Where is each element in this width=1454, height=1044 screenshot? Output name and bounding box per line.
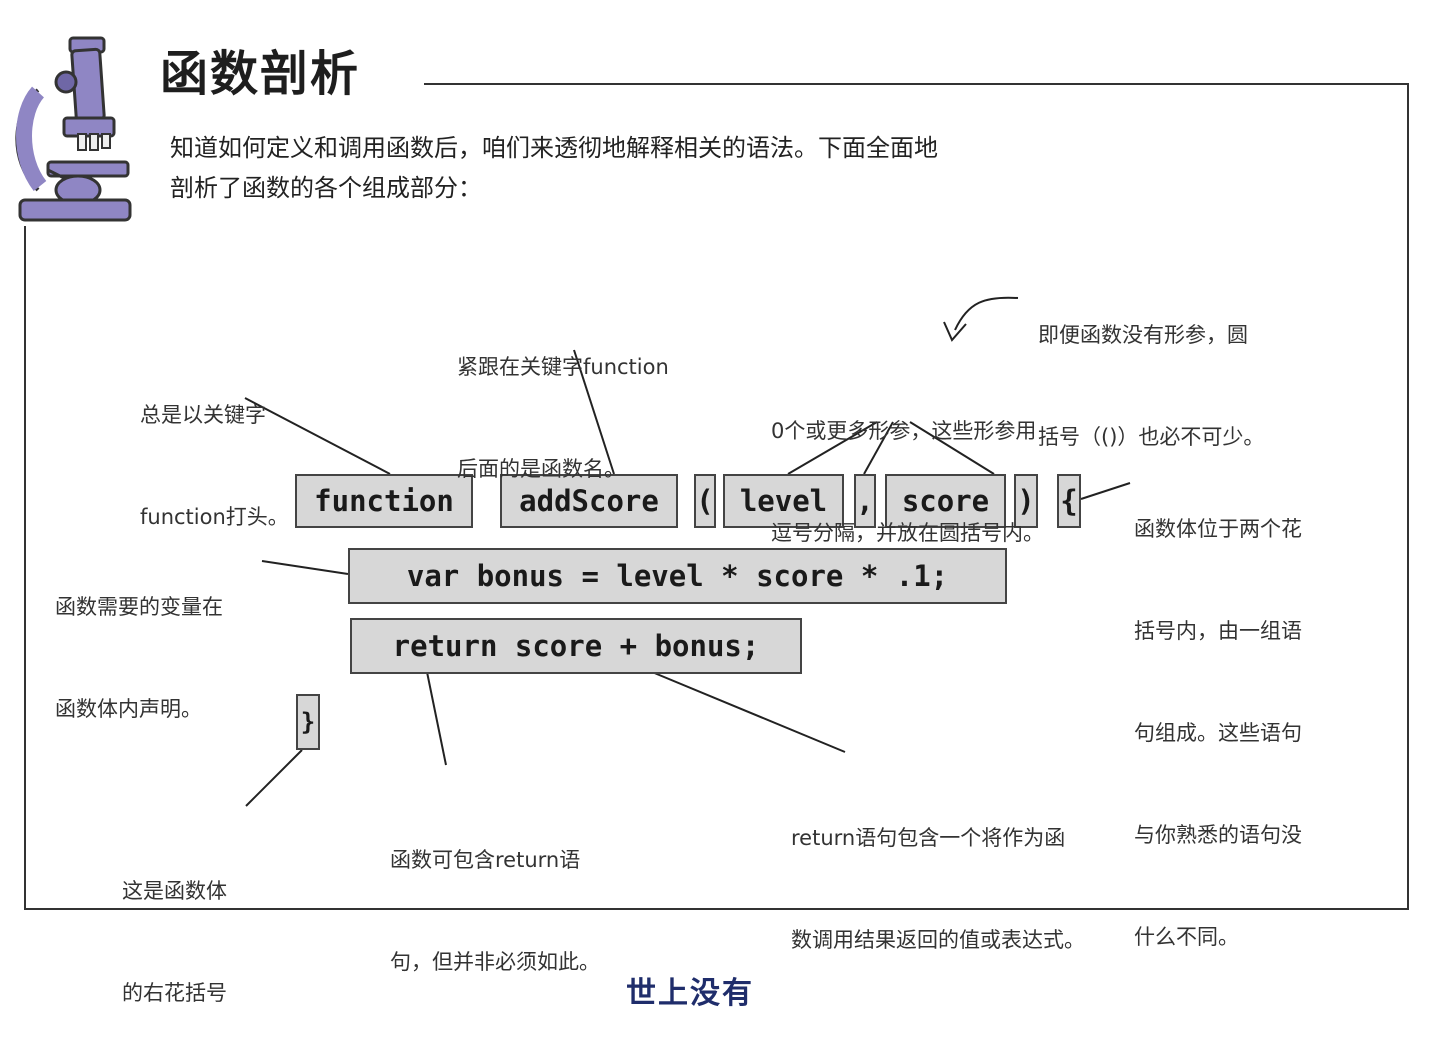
bottom-heading: 世上没有 xyxy=(626,976,754,1011)
line-comma xyxy=(863,421,894,475)
arrowhead xyxy=(943,321,967,342)
line-empty-params xyxy=(954,296,1019,331)
open-paren-box: ( xyxy=(694,474,716,528)
note-local-var-line-1: 函数需要的变量在 xyxy=(55,595,223,619)
note-function-body: 函数体位于两个花 括号内，由一组语 句组成。这些语句 与你熟悉的语句没 什么不同… xyxy=(1134,444,1302,988)
note-empty-params-line-1: 即便函数没有形参，圆 xyxy=(1038,323,1248,347)
note-empty-params: 即便函数没有形参，圆 括号（()）也必不可少。 xyxy=(1038,250,1264,488)
note-return-expr-line-2: 数调用结果返回的值或表达式。 xyxy=(791,928,1085,952)
var-statement-box: var bonus = level * score * .1; xyxy=(348,548,1007,604)
intro-line-1: 知道如何定义和调用函数后，咱们来透彻地解释相关的语法。下面全面地 xyxy=(170,134,938,162)
note-params-line-1: 0个或更多形参，这些形参用 xyxy=(771,419,1037,443)
note-return-expr-line-1: return语句包含一个将作为函 xyxy=(791,826,1066,850)
note-keyword-line-1: 总是以关键字 xyxy=(140,403,266,427)
note-params-line-2: 逗号分隔，并放在圆括号内。 xyxy=(771,521,1044,545)
note-body-line-3: 句组成。这些语句 xyxy=(1134,721,1302,745)
intro-text: 知道如何定义和调用函数后，咱们来透彻地解释相关的语法。下面全面地 剖析了函数的各… xyxy=(170,128,1110,208)
note-body-line-5: 什么不同。 xyxy=(1134,925,1239,949)
close-brace-box: } xyxy=(296,694,320,750)
note-close-brace: 这是函数体 的右花括号 xyxy=(122,806,227,1044)
open-brace-box: { xyxy=(1057,474,1081,528)
line-return-expr xyxy=(651,671,846,753)
microscope-icon xyxy=(15,36,132,222)
line-name xyxy=(573,349,615,475)
page-title: 函数剖析 xyxy=(160,46,361,102)
note-name-line-2: 后面的是函数名。 xyxy=(457,457,625,481)
note-keyword-line-2: function打头。 xyxy=(140,505,289,529)
note-body-line-1: 函数体位于两个花 xyxy=(1134,517,1302,541)
content-frame xyxy=(24,83,1409,910)
line-body xyxy=(1080,482,1131,500)
note-return-expr: return语句包含一个将作为函 数调用结果返回的值或表达式。 xyxy=(791,753,1085,991)
note-params: 0个或更多形参，这些形参用 逗号分隔，并放在圆括号内。 xyxy=(771,346,1044,584)
note-function-name: 紧跟在关键字function 后面的是函数名。 xyxy=(457,282,669,520)
intro-line-2: 剖析了函数的各个组成部分： xyxy=(170,174,482,202)
note-keyword: 总是以关键字 function打头。 xyxy=(140,330,289,568)
note-name-line-1: 紧跟在关键字function xyxy=(457,355,669,379)
note-local-var-line-2: 函数体内声明。 xyxy=(55,697,202,721)
param-score-box: score xyxy=(885,474,1006,528)
line-param1 xyxy=(787,421,878,475)
return-statement-box: return score + bonus; xyxy=(350,618,802,674)
note-body-line-4: 与你熟悉的语句没 xyxy=(1134,823,1302,847)
param-level-box: level xyxy=(723,474,844,528)
line-param2 xyxy=(909,421,995,475)
close-paren-box: ) xyxy=(1014,474,1038,528)
line-local-var xyxy=(261,560,349,575)
note-optional-return-line-1: 函数可包含return语 xyxy=(390,848,581,872)
function-keyword-box: function xyxy=(295,474,473,528)
annotation-lines xyxy=(244,296,1131,807)
note-close-brace-line-1: 这是函数体 xyxy=(122,879,227,903)
note-close-brace-line-2: 的右花括号 xyxy=(122,981,227,1005)
function-name-box: addScore xyxy=(500,474,678,528)
note-body-line-2: 括号内，由一组语 xyxy=(1134,619,1302,643)
note-optional-return-line-2: 句，但并非必须如此。 xyxy=(390,950,600,974)
note-empty-params-line-2: 括号（()）也必不可少。 xyxy=(1038,425,1265,449)
line-keyword xyxy=(244,397,391,475)
comma-box: , xyxy=(854,474,876,528)
line-close-brace xyxy=(245,749,303,807)
line-optional-return xyxy=(426,671,447,766)
note-optional-return: 函数可包含return语 句，但并非必须如此。 xyxy=(390,775,600,1013)
note-local-var: 函数需要的变量在 函数体内声明。 xyxy=(55,522,223,760)
